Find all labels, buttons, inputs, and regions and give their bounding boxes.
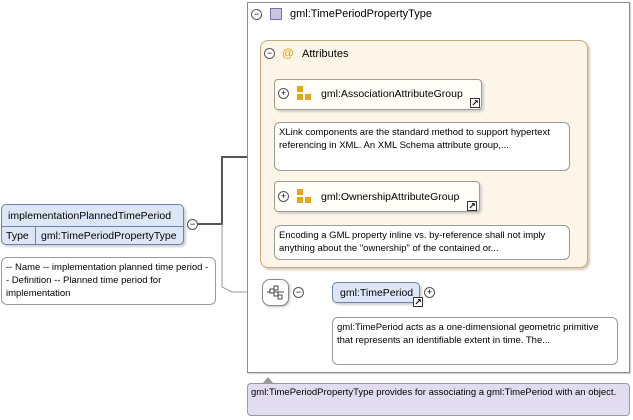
external-link-icon[interactable]: ↗ [467, 201, 477, 211]
external-link-icon[interactable]: ↗ [470, 98, 480, 108]
element-note: -- Name -- implementation planned time p… [1, 257, 216, 305]
element-box[interactable] [1, 204, 184, 245]
expand-toggle-child[interactable]: + [424, 287, 435, 298]
element-type-value: gml:TimePeriodPropertyType [41, 230, 177, 242]
collapse-toggle-sequence[interactable]: − [293, 287, 304, 298]
type-note: gml:TimePeriodPropertyType provides for … [247, 383, 630, 416]
collapse-toggle-element[interactable]: − [187, 219, 198, 230]
expand-toggle-association[interactable]: + [278, 88, 289, 99]
attributes-icon: @ [282, 46, 294, 60]
child-element-name: gml:TimePeriod [340, 287, 414, 299]
expand-toggle-ownership[interactable]: + [278, 191, 289, 202]
complex-type-icon [270, 8, 282, 20]
sequence-compositor-icon[interactable] [262, 279, 289, 306]
child-element-note: gml:TimePeriod acts as a one-dimensional… [332, 317, 618, 365]
attribute-group-icon [297, 189, 311, 203]
element-type-row [1, 226, 184, 245]
element-type-label: Type [6, 230, 29, 242]
external-link-icon[interactable]: ↗ [413, 297, 423, 307]
attributes-label: Attributes [302, 48, 349, 60]
attribute-group-name: gml:AssociationAttributeGroup [321, 88, 463, 100]
element-type-divider [35, 226, 36, 245]
attribute-group-ownership[interactable] [274, 181, 480, 212]
type-note-pointer [262, 377, 274, 384]
collapse-toggle-type[interactable]: − [251, 9, 262, 20]
attribute-group-note: Encoding a GML property inline vs. by-re… [274, 225, 570, 260]
child-element-box[interactable] [332, 282, 420, 303]
attribute-group-note: XLink components are the standard method… [274, 122, 570, 171]
type-title: gml:TimePeriodPropertyType [290, 8, 433, 20]
collapse-toggle-attributes[interactable]: − [264, 48, 275, 59]
attribute-group-name: gml:OwnershipAttributeGroup [321, 191, 460, 203]
attribute-group-icon [297, 86, 311, 100]
element-name: implementationPlannedTimePeriod [8, 210, 172, 222]
